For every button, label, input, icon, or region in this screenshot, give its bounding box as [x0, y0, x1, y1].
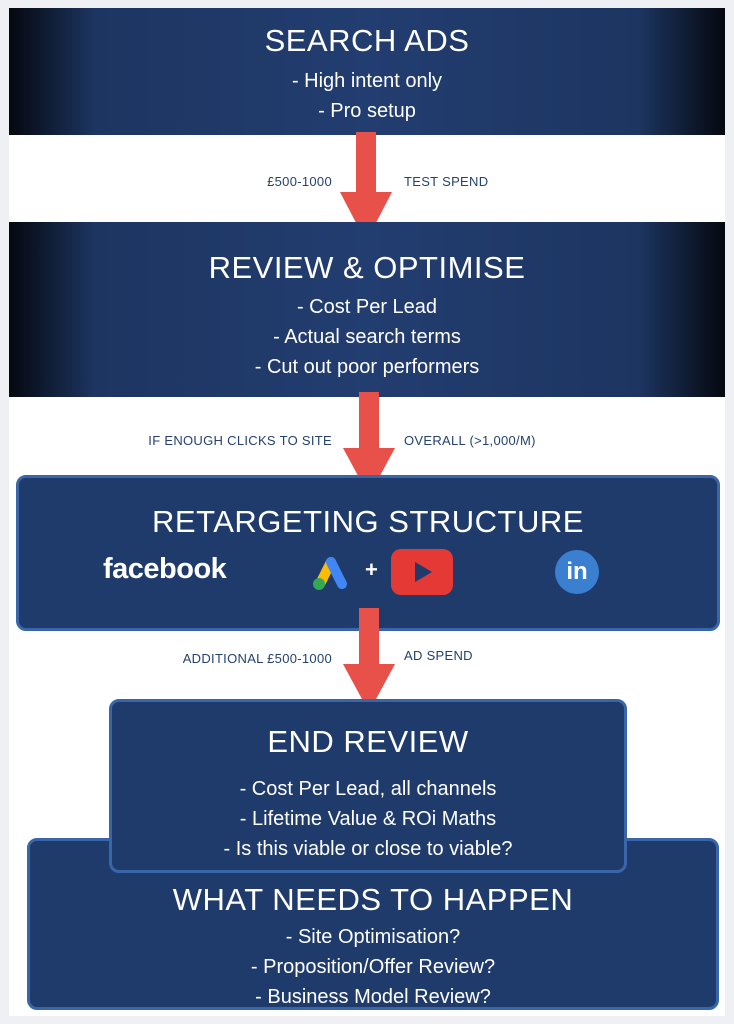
- google-ads-icon: [313, 557, 347, 590]
- retargeting-structure-box: RETARGETING STRUCTURE facebook + in: [16, 475, 720, 631]
- down-arrow-1: [340, 132, 392, 242]
- review-line-3: - Cut out poor performers: [254, 356, 480, 378]
- what-next-title: WHAT NEEDS TO HAPPEN: [172, 882, 574, 917]
- end-review-line-1: - Cost Per Lead, all channels: [239, 778, 497, 800]
- what-next-line-2: - Proposition/Offer Review?: [250, 956, 496, 978]
- connector-2-right-label: OVERALL (>1,000/M): [404, 433, 536, 448]
- linkedin-icon-label: in: [566, 558, 588, 585]
- connector-3-left-label: ADDITIONAL £500-1000: [182, 651, 332, 666]
- plus-sign: +: [365, 557, 378, 582]
- review-title: REVIEW & OPTIMISE: [208, 250, 526, 285]
- down-arrow-3: [343, 608, 395, 712]
- diagram-page: SEARCH ADS - High intent only - Pro setu…: [9, 8, 725, 1016]
- facebook-logo: facebook: [103, 553, 227, 585]
- connector-1-left-label: £500-1000: [267, 174, 332, 189]
- review-optimise-band: REVIEW & OPTIMISE - Cost Per Lead - Actu…: [9, 222, 725, 397]
- end-review-line-2: - Lifetime Value & ROi Maths: [239, 808, 497, 830]
- search-ads-band: SEARCH ADS - High intent only - Pro setu…: [9, 8, 725, 135]
- end-review-line-3: - Is this viable or close to viable?: [223, 838, 513, 860]
- what-next-line-1: - Site Optimisation?: [285, 926, 461, 948]
- what-next-line-3: - Business Model Review?: [255, 986, 491, 1008]
- search-ads-title: SEARCH ADS: [264, 23, 470, 58]
- review-line-1: - Cost Per Lead: [296, 296, 438, 318]
- end-review-title: END REVIEW: [267, 724, 469, 759]
- linkedin-icon: in: [555, 550, 599, 594]
- connector-1-right-label: TEST SPEND: [404, 174, 489, 189]
- end-review-box: END REVIEW - Cost Per Lead, all channels…: [109, 699, 627, 873]
- connector-3-right-label: AD SPEND: [404, 648, 473, 663]
- retargeting-title: RETARGETING STRUCTURE: [152, 504, 584, 539]
- search-ads-line-2: - Pro setup: [318, 100, 416, 122]
- down-arrow-2: [343, 392, 395, 496]
- connector-2-left-label: IF ENOUGH CLICKS TO SITE: [148, 433, 332, 448]
- review-line-2: - Actual search terms: [273, 326, 461, 348]
- youtube-icon: [391, 549, 453, 595]
- search-ads-line-1: - High intent only: [291, 70, 443, 92]
